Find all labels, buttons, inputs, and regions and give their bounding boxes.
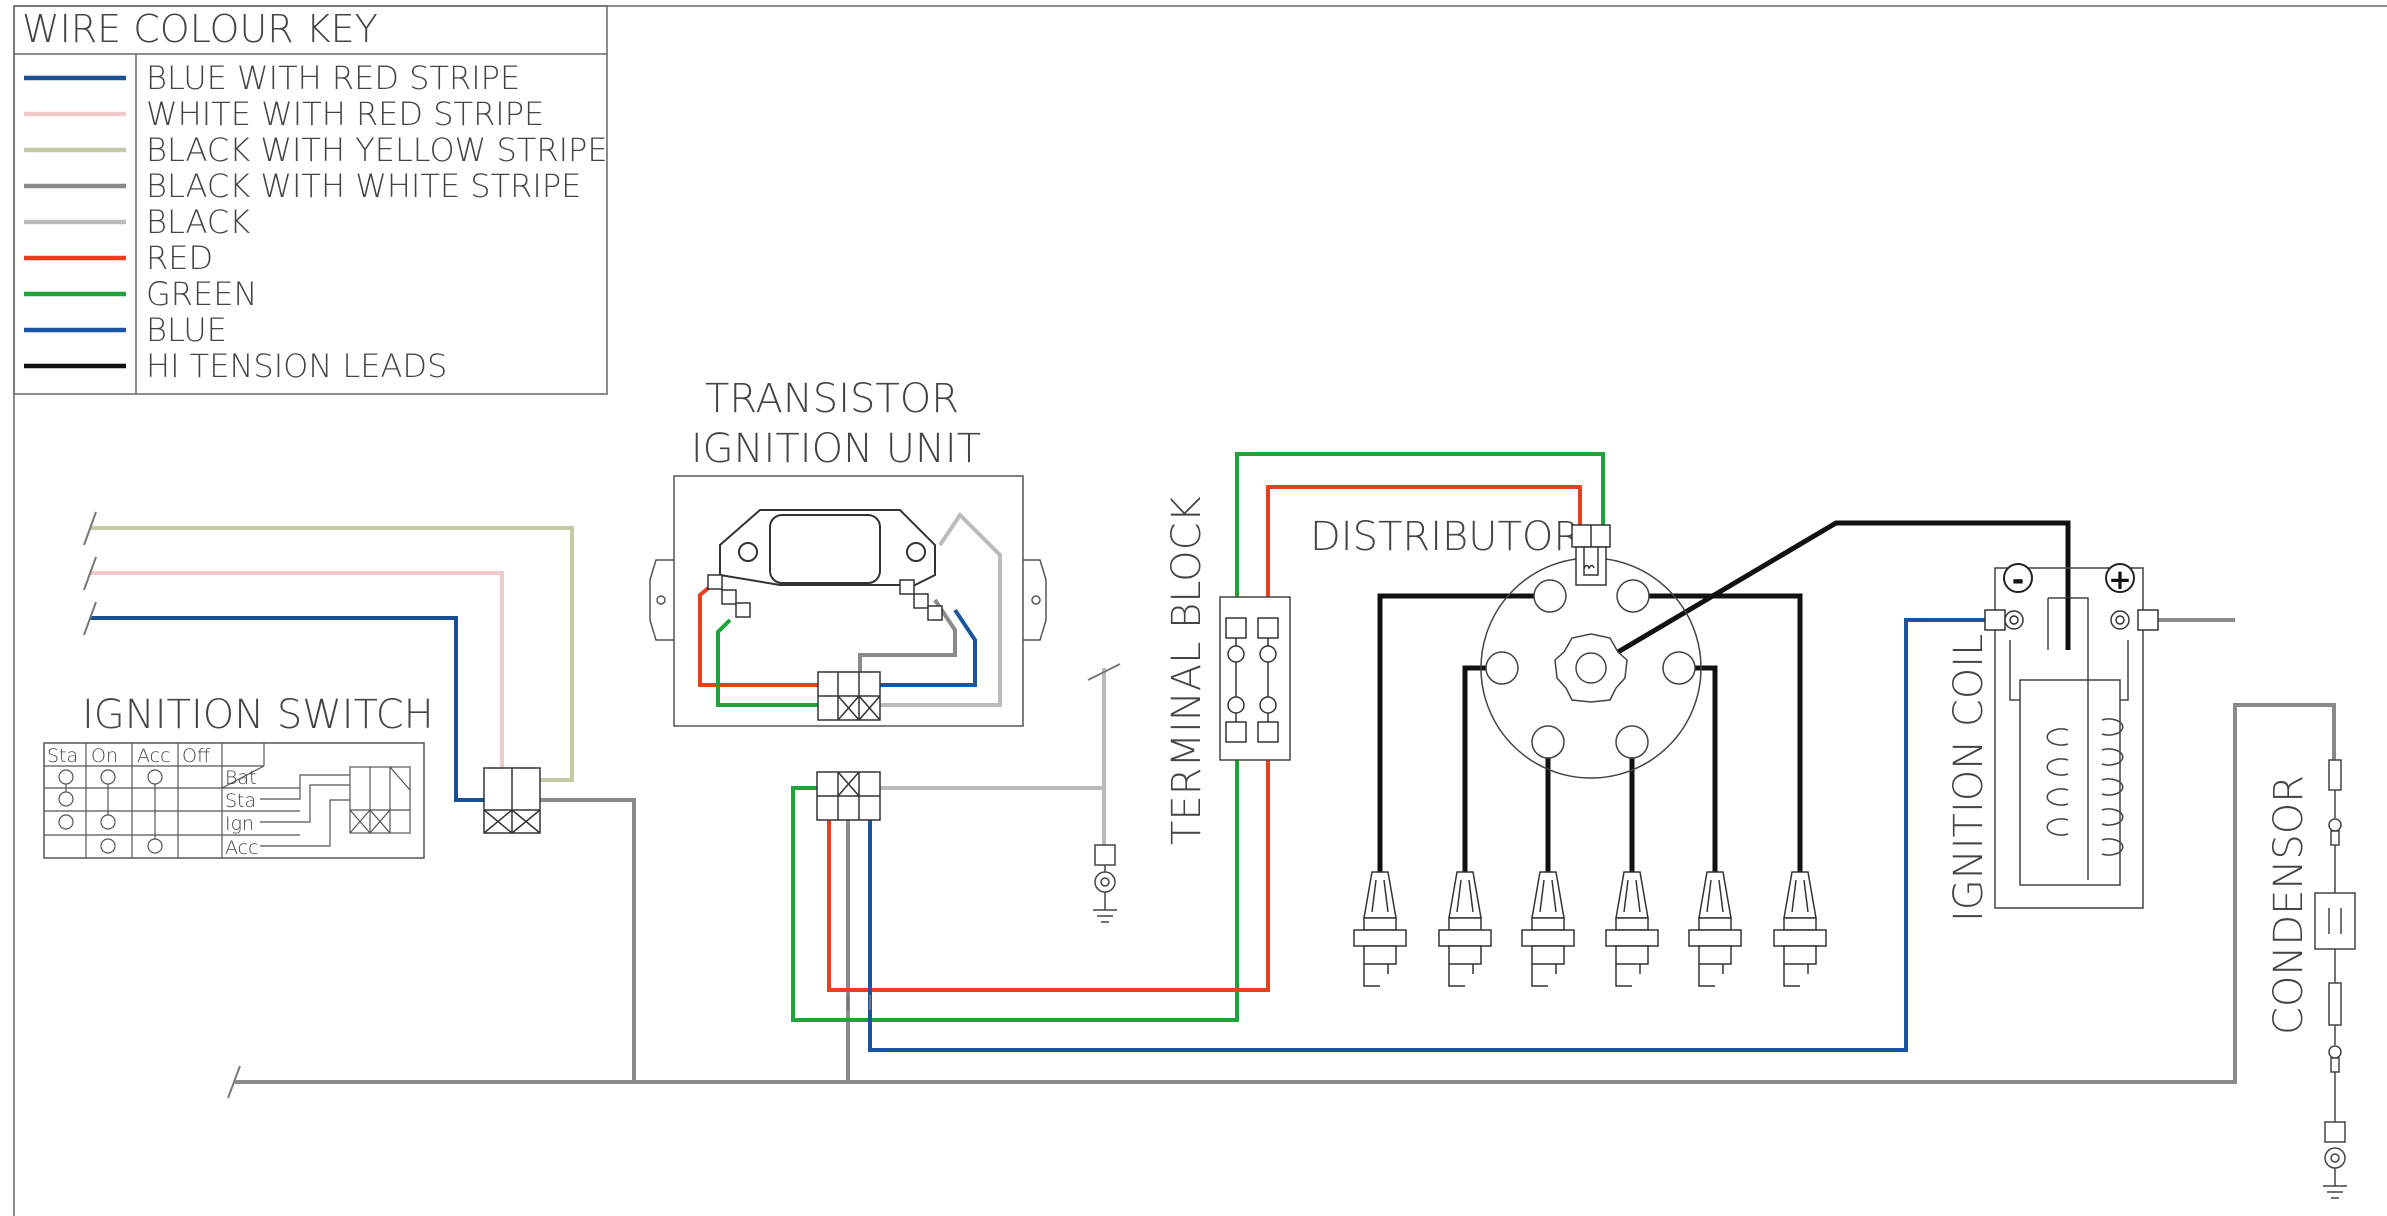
switch-header: Off [182,745,210,767]
wire-colour-key: WIRE COLOUR KEY BLUE WITH RED STRIPEWHIT… [13,5,608,395]
coil-positive-symbol: + [2108,563,2131,596]
wire-switch-ground [540,798,636,1082]
wire-unit-blue [880,608,977,687]
spark-plug-icon [1521,871,1575,987]
coil-negative-symbol: - [2012,563,2024,598]
wire-red [827,618,1270,992]
terminal-block: TERMINAL BLOCK [1164,496,1291,845]
wire-green-dist [1235,452,1605,618]
key-entry-label: GREEN [146,275,257,313]
condensor-label: CONDENSOR [2266,775,2312,1035]
switch-terminal-label: Sta [225,790,256,812]
ignition-coil: IGNITION COIL - + [1946,563,2159,922]
coil-positive-terminal-icon: + [2105,563,2135,596]
switch-connector [483,767,541,834]
key-entry-label: HI TENSION LEADS [146,347,447,385]
wire-white-red [90,571,504,780]
wire-unit-lightgrey [880,511,1002,707]
transistor-label-line2: IGNITION UNIT [691,426,981,472]
switch-header: On [91,745,118,767]
ignition-coil-label: IGNITION COIL [1946,634,1992,922]
unit-connector [817,671,881,721]
wire-black-yellow [90,526,574,782]
wire-blue [868,618,1985,1052]
spark-plug-icon [1353,871,1407,987]
harness-connector [816,771,881,821]
key-entry-label: BLUE [146,311,227,349]
key-entry-label: WHITE WITH RED STRIPE [146,95,544,133]
wire-ground-bus [235,703,2336,1084]
wire-green [791,618,1239,1022]
spark-plug-icon [1773,871,1827,987]
switch-terminal-label: Ign [225,813,254,835]
key-entry-label: RED [146,239,213,277]
wire-black-ground [880,786,1106,845]
key-title: WIRE COLOUR KEY [22,7,378,51]
wire-red-dist [1266,485,1582,618]
switch-terminal-label: Acc [225,837,259,859]
spark-plug-icon [1438,871,1492,987]
wire-blue-red [90,616,484,802]
switch-header: Acc [137,745,171,767]
wire-unit-red [698,583,818,687]
condensor: CONDENSOR [2266,759,2356,1199]
spark-plug-icon [1688,871,1742,987]
ground-terminal-center [1093,844,1117,923]
spark-plug-icon [1605,871,1659,987]
transistor-ignition-unit: TRANSISTOR IGNITION UNIT [649,376,1047,727]
wire-unit-green [716,618,818,707]
key-entry-label: BLUE WITH RED STRIPE [146,59,520,97]
key-entry-label: BLACK [146,203,250,241]
wires [90,452,2336,1084]
switch-header: Sta [47,745,78,767]
switch-headers: Sta On Acc Off [47,745,210,767]
distributor: DISTRIBUTOR [1310,514,2071,987]
switch-terminal-label: Bat [225,767,257,789]
coil-negative-terminal-icon: - [2003,563,2033,598]
key-entry-label: BLACK WITH WHITE STRIPE [146,167,581,205]
transistor-label-line1: TRANSISTOR [705,376,959,422]
distributor-label: DISTRIBUTOR [1310,514,1581,560]
terminal-block-label: TERMINAL BLOCK [1164,496,1210,845]
spark-plugs [1353,871,1827,987]
wire-unit-grey [858,598,957,672]
wire-break-marks [83,511,1121,1099]
ignition-switch-label: IGNITION SWITCH [82,692,434,738]
key-entry-label: BLACK WITH YELLOW STRIPE [146,131,608,169]
